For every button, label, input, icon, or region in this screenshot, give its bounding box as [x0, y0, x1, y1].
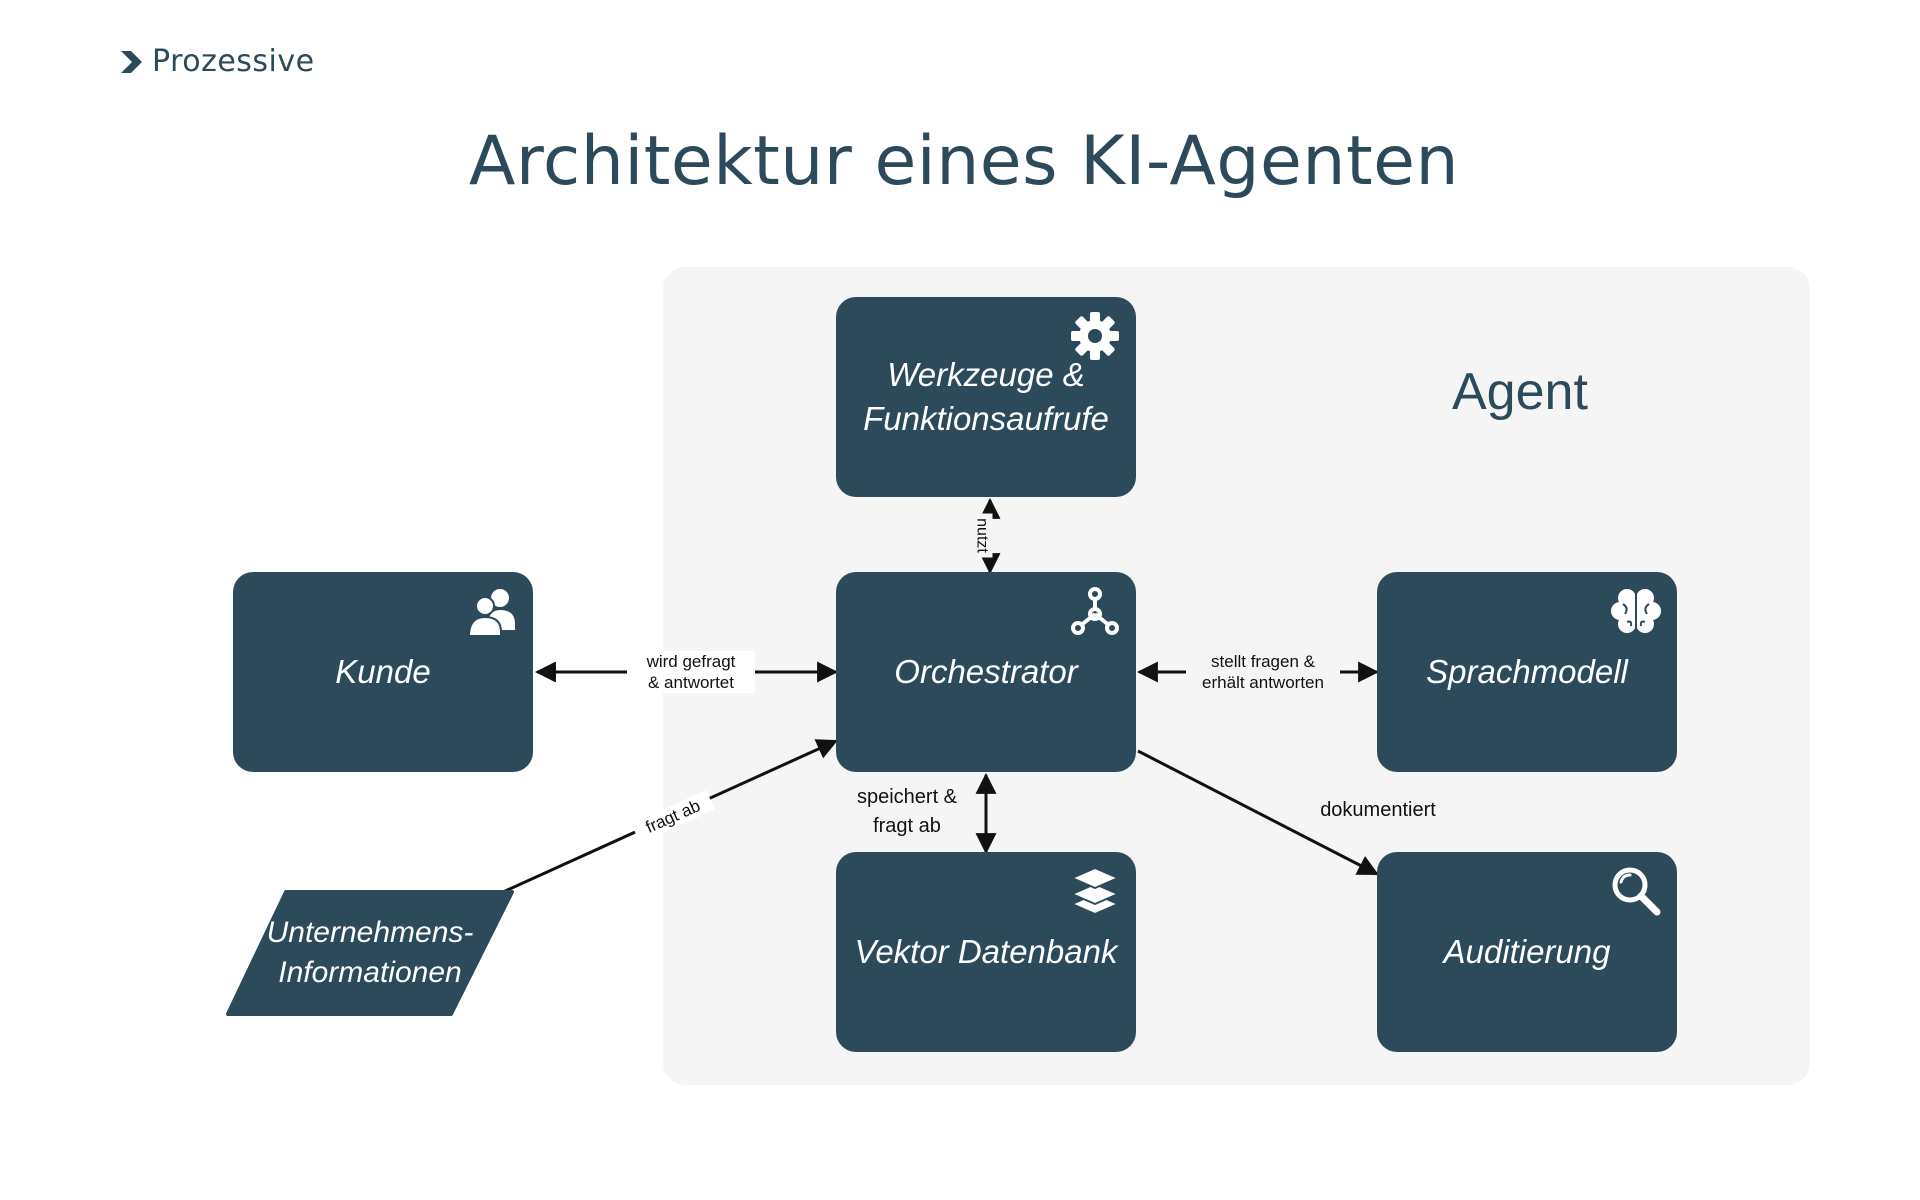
node-label: Vektor Datenbank	[854, 933, 1118, 970]
node-sprachmodell: Sprachmodell	[1377, 572, 1677, 772]
node-werkzeuge: Werkzeuge & Funktionsaufrufe	[836, 297, 1136, 497]
edge-label-orchestrator-vektor: speichert & fragt ab	[856, 786, 958, 837]
edge-label-orchestrator-auditierung: dokumentiert	[1320, 799, 1436, 821]
node-orchestrator: Orchestrator	[836, 572, 1136, 772]
network-hub-icon	[1071, 587, 1119, 635]
brand-logo: Prozessive	[118, 44, 315, 79]
brain-icon	[1611, 589, 1661, 633]
edge-label-kunde-orchestrator: wird gefragt & antwortet	[627, 651, 755, 693]
node-label: Werkzeuge & Funktionsaufrufe	[863, 356, 1109, 437]
magnifier-icon	[1612, 867, 1661, 916]
node-vektor-datenbank: Vektor Datenbank	[836, 852, 1136, 1052]
page-title: Architektur eines KI-Agenten	[468, 122, 1460, 201]
node-label: Sprachmodell	[1426, 653, 1628, 690]
chevron-logo-icon	[121, 50, 142, 73]
edge-label-orchestrator-sprachmodell: stellt fragen & erhält antworten	[1186, 651, 1340, 693]
node-auditierung: Auditierung	[1377, 852, 1677, 1052]
agent-label: Agent	[1452, 363, 1588, 421]
node-label: Unternehmens- Informationen	[266, 916, 474, 989]
edge-orchestrator-auditierung	[1137, 749, 1379, 876]
users-icon	[467, 589, 515, 637]
node-label: Kunde	[335, 653, 431, 690]
edge-label-nutzt: nutzt	[971, 513, 993, 558]
brand-name: Prozessive	[152, 44, 315, 79]
node-label: Orchestrator	[894, 653, 1078, 690]
layers-icon	[1071, 867, 1119, 915]
node-unternehmens-informationen: Unternehmens- Informationen	[226, 890, 514, 1016]
parallelogram-shape	[226, 890, 514, 1016]
gear-icon	[1071, 312, 1119, 360]
node-label: Auditierung	[1443, 933, 1611, 970]
node-kunde: Kunde	[233, 572, 533, 772]
